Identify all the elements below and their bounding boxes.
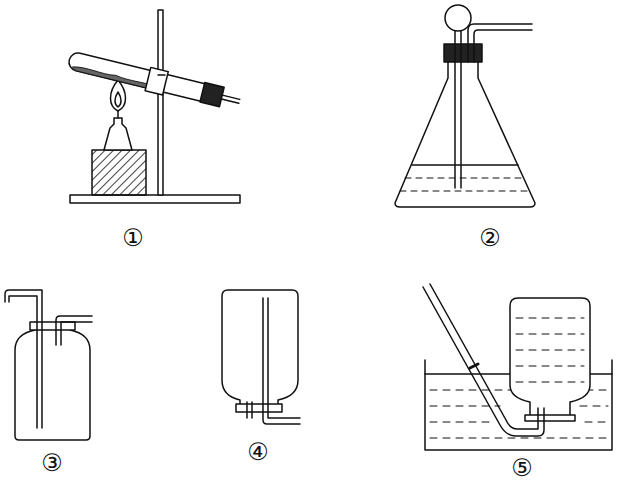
- flask-apparatus: [395, 5, 535, 207]
- heating-apparatus: [66, 10, 242, 203]
- callout-number: ③: [41, 450, 63, 476]
- gas-bottle: [5, 290, 92, 440]
- water-trough: [423, 284, 612, 450]
- callout-number: ④: [247, 439, 269, 465]
- inverted-bottle: [222, 290, 300, 424]
- callout-number: ②: [479, 225, 501, 251]
- callout-number: ⑤: [511, 455, 533, 481]
- callout-number: ①: [122, 225, 144, 251]
